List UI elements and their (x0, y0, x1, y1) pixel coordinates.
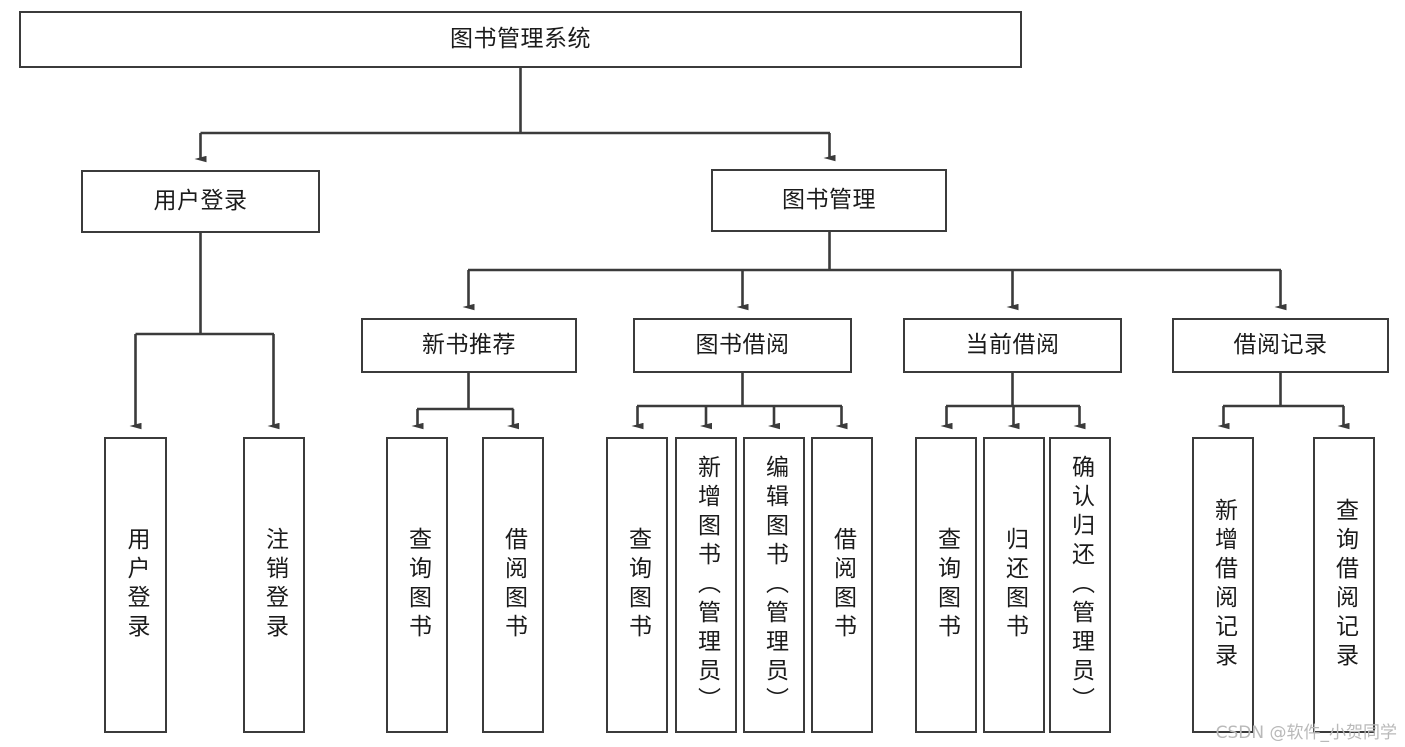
node-new-book-recommendation-label: 新书推荐 (422, 331, 516, 358)
leaf-add-borrow-record-label: 新增借阅记录 (1210, 498, 1237, 672)
leaf-logout-label: 注销登录 (261, 527, 288, 643)
leaf-confirm-return-admin-label: 确认归还（管理员） (1067, 454, 1094, 716)
node-current-borrowing[interactable]: 当前借阅 (903, 318, 1122, 373)
leaf-borrow-book-label: 借阅图书 (829, 527, 856, 643)
node-book-borrowing[interactable]: 图书借阅 (633, 318, 852, 373)
node-user-login[interactable]: 用户登录 (81, 170, 320, 233)
node-borrowing-record[interactable]: 借阅记录 (1172, 318, 1389, 373)
leaf-query-book-current[interactable]: 查询图书 (915, 437, 977, 733)
leaf-borrow-book[interactable]: 借阅图书 (811, 437, 873, 733)
leaf-borrow-book-nbr-label: 借阅图书 (500, 527, 527, 643)
leaf-confirm-return-admin[interactable]: 确认归还（管理员） (1049, 437, 1111, 733)
leaf-query-book-borrow-label: 查询图书 (624, 527, 651, 643)
node-root-label: 图书管理系统 (450, 25, 591, 52)
leaf-return-book[interactable]: 归还图书 (983, 437, 1045, 733)
leaf-add-book-admin[interactable]: 新增图书（管理员） (675, 437, 737, 733)
node-new-book-recommendation[interactable]: 新书推荐 (361, 318, 577, 373)
node-book-management[interactable]: 图书管理 (711, 169, 947, 232)
node-current-borrowing-label: 当前借阅 (965, 331, 1060, 358)
node-book-management-label: 图书管理 (782, 186, 876, 213)
leaf-edit-book-admin-label: 编辑图书（管理员） (761, 454, 788, 716)
leaf-query-borrow-record-label: 查询借阅记录 (1331, 498, 1358, 672)
leaf-query-book-nbr-label: 查询图书 (404, 527, 431, 643)
leaf-query-book-current-label: 查询图书 (933, 527, 960, 643)
node-root[interactable]: 图书管理系统 (19, 11, 1022, 68)
leaf-query-book-nbr[interactable]: 查询图书 (386, 437, 448, 733)
leaf-query-borrow-record[interactable]: 查询借阅记录 (1313, 437, 1375, 733)
leaf-query-book-borrow[interactable]: 查询图书 (606, 437, 668, 733)
leaf-add-book-admin-label: 新增图书（管理员） (693, 454, 720, 716)
leaf-add-borrow-record[interactable]: 新增借阅记录 (1192, 437, 1254, 733)
leaf-return-book-label: 归还图书 (1001, 527, 1028, 643)
leaf-borrow-book-nbr[interactable]: 借阅图书 (482, 437, 544, 733)
leaf-edit-book-admin[interactable]: 编辑图书（管理员） (743, 437, 805, 733)
leaf-user-login-label: 用户登录 (123, 527, 149, 643)
node-borrowing-record-label: 借阅记录 (1233, 331, 1328, 358)
watermark: CSDN @软件_小贺同学 (1215, 723, 1397, 743)
leaf-logout[interactable]: 注销登录 (243, 437, 305, 733)
node-book-borrowing-label: 图书借阅 (695, 331, 790, 358)
leaf-user-login[interactable]: 用户登录 (104, 437, 167, 733)
node-user-login-label: 用户登录 (153, 187, 248, 214)
